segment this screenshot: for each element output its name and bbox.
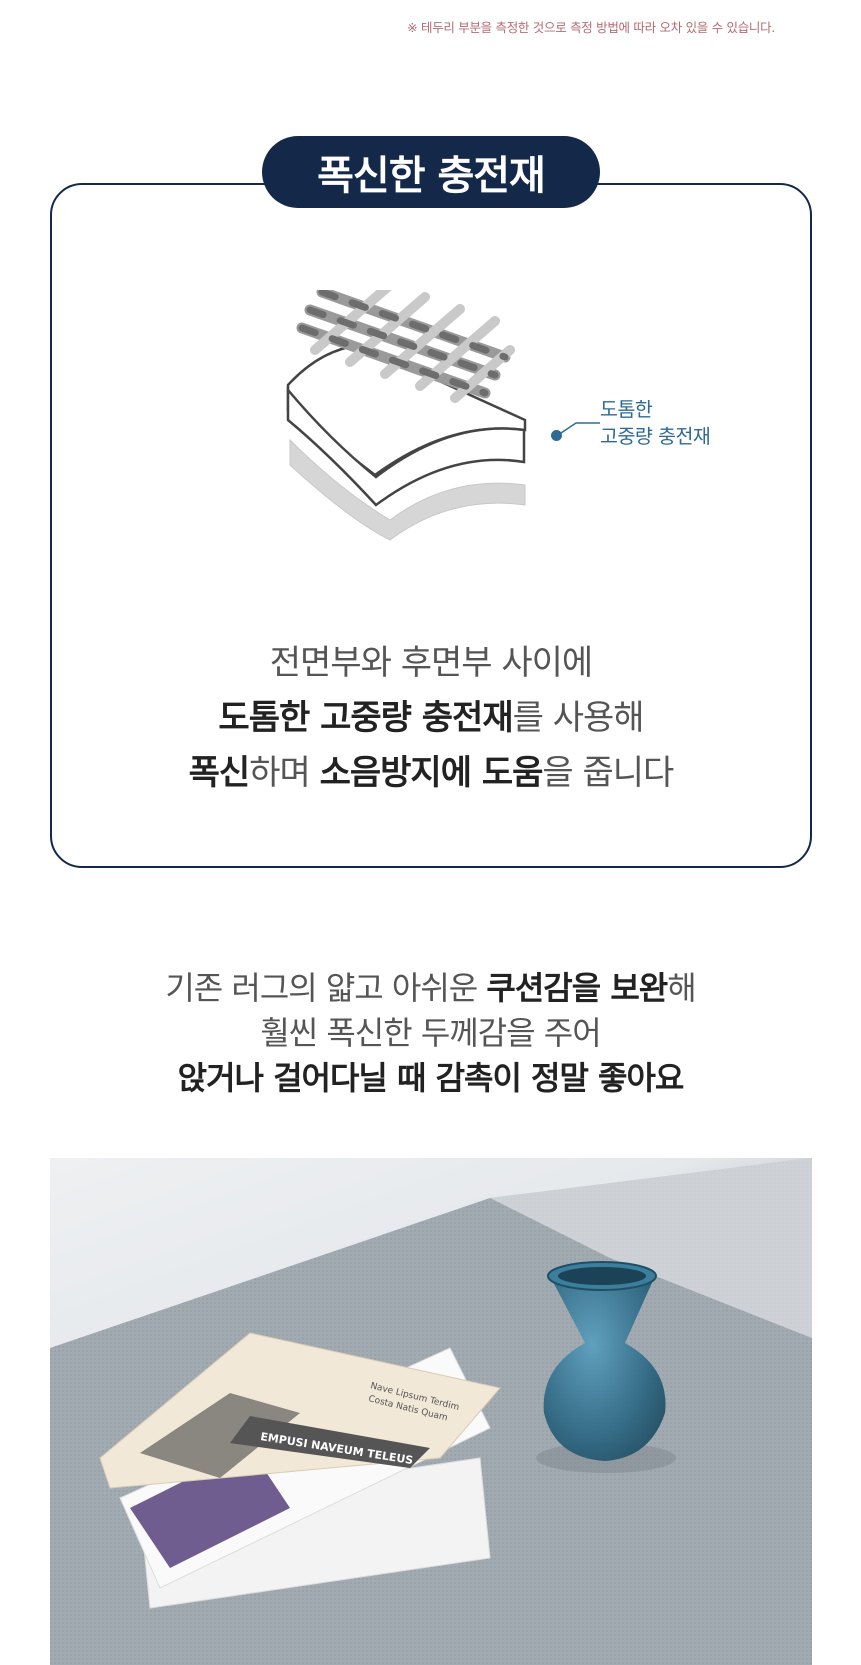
callout-line1: 도톰한: [600, 398, 653, 421]
woven-mesh: [296, 290, 515, 403]
filling-callout: 도톰한 고중량 충전재: [600, 396, 711, 450]
product-photo: EMPUSI NAVEUM TELEUS Nave Lipsum Terdim …: [50, 1158, 812, 1665]
sec-line1-bold: 쿠션감을 보완: [486, 969, 668, 1007]
magazine-art: [130, 1448, 290, 1568]
callout-dot: [551, 430, 562, 441]
sec-copy-line3: 앉거나 걸어다닐 때 감촉이 정말 좋아요: [0, 1056, 861, 1101]
cushion-description: 기존 러그의 얇고 아쉬운 쿠션감을 보완해 훨씬 폭신한 두께감을 주어 앉거…: [0, 966, 861, 1101]
photo-scene: EMPUSI NAVEUM TELEUS Nave Lipsum Terdim …: [50, 1158, 812, 1665]
sec-copy-line1: 기존 러그의 얇고 아쉬운 쿠션감을 보완해: [0, 966, 861, 1011]
card-copy-line3-mid: 하며: [249, 753, 320, 793]
card-copy-line3: 폭신하며 소음방지에 도움을 줍니다: [50, 746, 812, 801]
card-title-badge: 폭신한 충전재: [262, 136, 600, 208]
sec-copy-line2: 훨씬 폭신한 두께감을 주어: [260, 1014, 601, 1052]
card-copy-line2-bold: 도톰한 고중량 충전재: [218, 698, 513, 738]
sec-line3-bold: 앉거나 걸어다닐 때 감촉이 정말 좋아요: [177, 1059, 685, 1097]
card-copy-line3-bold1: 폭신: [188, 753, 251, 793]
card-title: 폭신한 충전재: [317, 153, 546, 199]
cushion-side: [286, 386, 526, 507]
newspaper-photo: [140, 1393, 300, 1478]
card-copy-line3-rest: 을 줍니다: [542, 753, 674, 793]
callout-line: [557, 422, 600, 436]
card-copy-line1: 전면부와 후면부 사이에: [269, 643, 593, 683]
sec-line1-pre: 기존 러그의 얇고 아쉬운: [165, 969, 487, 1007]
vase: [543, 1267, 666, 1461]
newspaper-banner: [230, 1416, 430, 1468]
bottom-layer: [289, 438, 526, 541]
card-copy-line2-rest: 를 사용해: [512, 698, 645, 738]
filling-illustration: [286, 290, 527, 541]
card-copy-line3-bold2: 소음방지에 도움: [319, 753, 544, 793]
measurement-note: ※ 테두리 부분을 측정한 것으로 측정 방법에 따라 오차 있을 수 있습니다…: [407, 20, 775, 35]
card-description: 전면부와 후면부 사이에 도톰한 고중량 충전재를 사용해 폭신하며 소음방지에…: [50, 636, 812, 801]
sec-line1-post: 해: [667, 969, 696, 1007]
vase-opening: [558, 1267, 646, 1285]
filling-card: [50, 183, 812, 868]
callout-line2: 고중량 충전재: [600, 425, 711, 448]
rug-light: [490, 1158, 812, 1338]
card-copy-line2: 도톰한 고중량 충전재를 사용해: [50, 691, 812, 746]
